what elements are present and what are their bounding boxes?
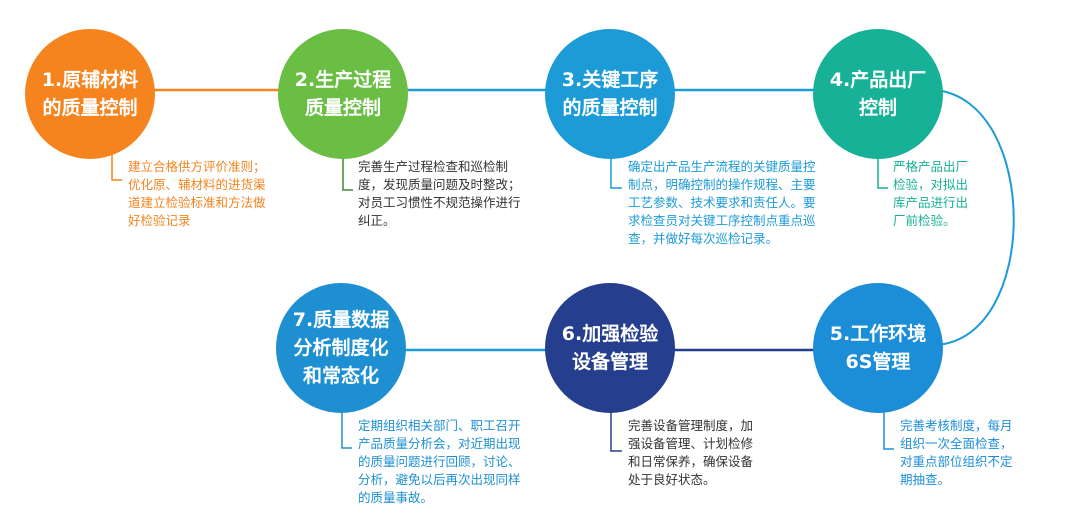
step-7-circle: 7.质量数据分析制度化和常态化	[276, 283, 406, 413]
step-3-circle: 3.关键工序的质量控制	[545, 29, 675, 159]
step-3-desc-line: 确定出产品生产流程的关键质量控	[628, 159, 816, 174]
step-3-desc-line: 查，并做好每次巡检记录。	[628, 231, 779, 246]
bracket-1	[111, 150, 122, 181]
step-2-title-line-2: 质量控制	[304, 97, 381, 119]
step-4-desc-line: 厂前检验。	[893, 213, 956, 228]
step-6-title-line-1: 6.加强检验	[561, 323, 659, 345]
step-3-title-line-1: 3.关键工序	[561, 69, 659, 91]
step-5-desc-line: 完善考核制度，每月	[900, 418, 1013, 433]
step-2-desc-line: 度，发现质量问题及时整改；	[358, 177, 521, 192]
step-4-title-line-1: 4.产品出厂	[829, 69, 927, 91]
step-4-desc-line: 检验，对拟出	[893, 177, 969, 192]
step-3-description: 确定出产品生产流程的关键质量控 制点，明确控制的操作规程、主要 工艺参数、技术要…	[628, 158, 816, 248]
step-6-desc-line: 强设备管理、计划检修	[628, 436, 754, 451]
step-5-desc-line: 期抽查。	[900, 472, 951, 487]
bracket-2	[342, 150, 353, 191]
step-5-desc-line: 组织一次全面检查，	[900, 436, 1013, 451]
step-7-desc-line: 的质量事故。	[358, 490, 434, 505]
step-4-description: 严格产品出厂 检验，对拟出 库产品进行出 厂前检验。	[893, 158, 968, 230]
step-4-circle: 4.产品出厂控制	[813, 29, 943, 159]
step-6-desc-line: 处于良好状态。	[628, 472, 716, 487]
bracket-3	[610, 150, 622, 189]
step-1-desc-line: 好检验记录	[128, 213, 191, 228]
bracket-4	[877, 150, 888, 189]
step-7-title-line-2: 分析制度化	[293, 337, 389, 359]
step-7-desc-line: 定期组织相关部门、职工召开	[358, 418, 521, 433]
step-1-circle: 1.原辅材料的质量控制	[25, 29, 155, 159]
step-3-desc-line: 工艺参数、技术要求和责任人。要	[628, 195, 816, 210]
step-6-description: 完善设备管理制度，加 强设备管理、计划检修 和日常保养，确保设备 处于良好状态。	[628, 417, 753, 489]
step-2-desc-line: 对员工习惯性不规范操作进行	[358, 195, 521, 210]
step-7-title-line-3: 和常态化	[302, 365, 379, 387]
step-1-title-line-2: 的质量控制	[42, 97, 138, 119]
connector-4-5-arc	[934, 89, 1015, 346]
step-2-title-line-1: 2.生产过程	[294, 69, 392, 91]
step-5-title-line-1: 5.工作环境	[829, 323, 927, 345]
step-3-desc-line: 制点，明确控制的操作规程、主要	[628, 177, 816, 192]
step-5-desc-line: 对重点部位组织不定	[900, 454, 1013, 469]
step-7-desc-line: 分析，避免以后再次出现同样	[358, 472, 521, 487]
step-5-title-line-2: 6S管理	[845, 351, 911, 373]
step-2-description: 完善生产过程检查和巡检制 度，发现质量问题及时整改； 对员工习惯性不规范操作进行…	[358, 158, 521, 230]
step-5-circle: 5.工作环境 6S管理	[813, 283, 943, 413]
step-7-desc-line: 产品质量分析会，对近期出现	[358, 436, 521, 451]
bracket-5	[883, 410, 894, 450]
step-1-desc-line: 道建立检验标准和方法做	[128, 195, 266, 210]
step-7-description: 定期组织相关部门、职工召开 产品质量分析会，对近期出现 的质量问题进行回顾，讨论…	[358, 417, 521, 507]
step-1-desc-line: 建立合格供方评价准则；	[128, 159, 266, 174]
step-2-desc-line: 完善生产过程检查和巡检制	[358, 159, 509, 174]
step-2-desc-line: 纠正。	[358, 213, 396, 228]
step-3-desc-line: 求检查员对关键工序控制点重点巡	[628, 213, 816, 228]
step-6-title-line-2: 设备管理	[571, 351, 648, 373]
step-6-desc-line: 完善设备管理制度，加	[628, 418, 754, 433]
step-6-desc-line: 和日常保养，确保设备	[628, 454, 754, 469]
step-1-title-line-1: 1.原辅材料	[41, 69, 139, 91]
step-4-title-line-2: 控制	[858, 97, 897, 119]
step-6-circle: 6.加强检验设备管理	[545, 283, 675, 413]
step-1-description: 建立合格供方评价准则； 优化原、辅材料的进货渠 道建立检验标准和方法做 好检验记…	[128, 158, 266, 230]
step-2-circle: 2.生产过程质量控制	[278, 29, 408, 159]
step-7-desc-line: 的质量问题进行回顾，讨论、	[358, 454, 521, 469]
step-5-description: 完善考核制度，每月 组织一次全面检查， 对重点部位组织不定 期抽查。	[900, 417, 1013, 489]
step-4-desc-line: 库产品进行出	[893, 195, 969, 210]
step-4-desc-line: 严格产品出厂	[893, 159, 969, 174]
step-7-title-line-1: 7.质量数据	[292, 309, 390, 331]
step-3-title-line-2: 的质量控制	[562, 97, 658, 119]
bracket-7	[341, 410, 352, 449]
step-1-desc-line: 优化原、辅材料的进货渠	[128, 177, 266, 192]
bracket-6	[610, 408, 622, 452]
